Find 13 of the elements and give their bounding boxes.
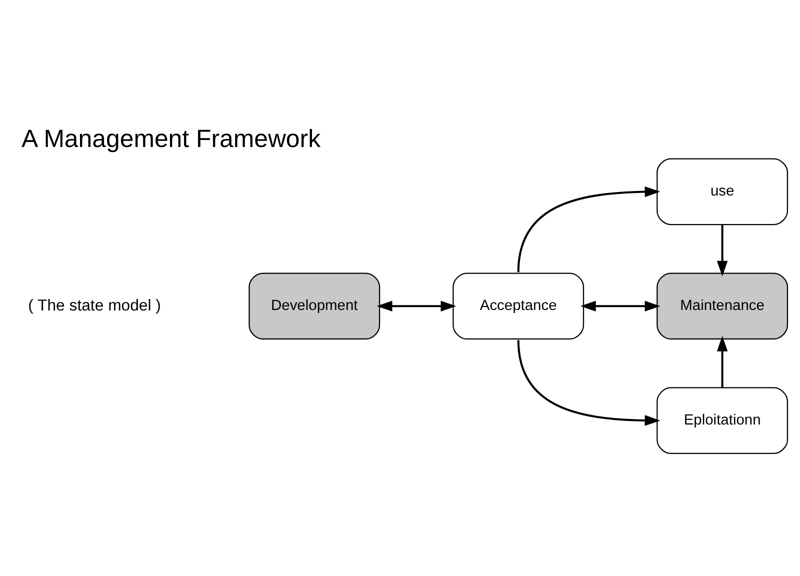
node-box: use [656,158,788,226]
node-box: Development [248,272,380,340]
arrow [516,186,660,272]
node-box: Eploitationn [656,387,788,454]
arrow [376,300,456,312]
arrow [716,224,728,276]
arrow [516,340,660,426]
arrow [716,336,728,388]
node-box: Maintenance [656,272,788,340]
arrow [580,300,660,312]
node-box: Acceptance [452,272,584,340]
diagram-title: A Management Framework [21,125,320,154]
label: ( The state model ) [28,297,160,314]
